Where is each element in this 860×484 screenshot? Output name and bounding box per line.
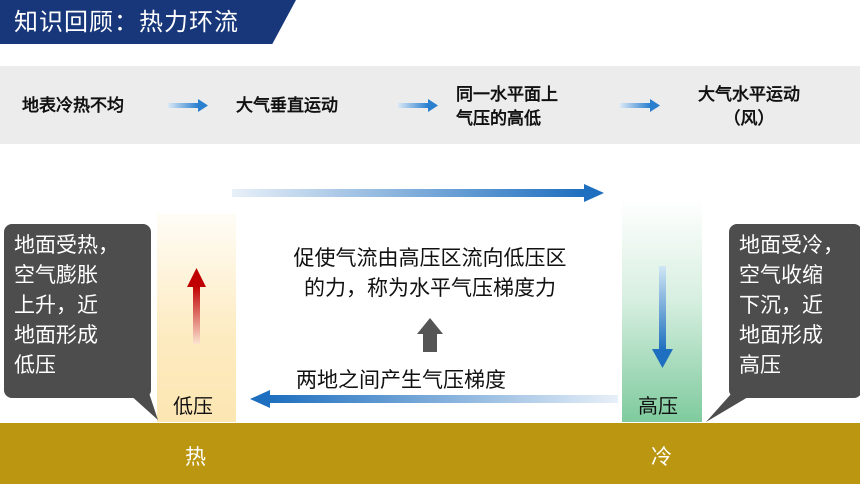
pressure-gradient-force-text: 促使气流由高压区流向低压区 的力，称为水平气压梯度力 (262, 243, 598, 303)
right-callout-line-4: 地面形成 (739, 323, 823, 347)
surface-wind-arrow (250, 390, 618, 408)
flow-arrow-1 (168, 99, 208, 112)
left-callout-line-2: 空气膨胀 (14, 263, 98, 287)
left-callout-line-3: 上升，近 (14, 293, 98, 317)
page-title: 知识回顾：热力环流 (14, 8, 239, 36)
center-text-line-2: 的力，称为水平气压梯度力 (304, 276, 556, 300)
right-callout-line-1: 地面受冷， (739, 233, 844, 257)
flow-arrow-3 (620, 99, 660, 112)
flow-step-3-line-1: 同一水平面上 (456, 85, 558, 105)
upper-air-arrow (232, 184, 604, 202)
right-callout: 地面受冷， 空气收缩 下沉，近 地面形成 高压 (729, 224, 860, 398)
right-callout-line-3: 下沉，近 (739, 293, 823, 317)
left-callout-line-5: 低压 (14, 353, 56, 377)
ground-strip (0, 423, 860, 484)
center-text-line-1: 促使气流由高压区流向低压区 (293, 246, 567, 270)
flow-step-4-line-2: （风） (723, 109, 775, 129)
flow-step-4: 大气水平运动 （风） (684, 83, 814, 131)
flow-step-3: 同一水平面上 气压的高低 (456, 83, 558, 131)
flow-step-2-line-1: 大气垂直运动 (236, 96, 338, 116)
flow-step-3-line-2: 气压的高低 (456, 109, 541, 129)
flow-step-1-line-1: 地表冷热不均 (22, 96, 124, 116)
ground-cold-label: 冷 (651, 445, 672, 469)
pressure-gradient-text: 两地之间产生气压梯度 (296, 368, 506, 392)
flow-arrow-2 (398, 99, 438, 112)
flow-step-1: 地表冷热不均 (22, 94, 124, 118)
rising-air-arrow (187, 268, 206, 344)
sinking-air-arrow (652, 266, 673, 368)
flow-step-4-line-1: 大气水平运动 (698, 85, 800, 105)
flow-step-2: 大气垂直运动 (236, 94, 338, 118)
left-callout-line-1: 地面受热， (14, 233, 119, 257)
ground-hot-label: 热 (185, 445, 206, 469)
left-callout: 地面受热， 空气膨胀 上升，近 地面形成 低压 (4, 224, 151, 398)
title-banner: 知识回顾：热力环流 (0, 0, 296, 44)
right-callout-line-2: 空气收缩 (739, 263, 823, 287)
left-callout-line-4: 地面形成 (14, 323, 98, 347)
low-pressure-label: 低压 (173, 394, 213, 418)
high-pressure-label: 高压 (638, 394, 678, 418)
up-triangle-arrow (417, 318, 443, 352)
right-callout-line-5: 高压 (739, 353, 781, 377)
